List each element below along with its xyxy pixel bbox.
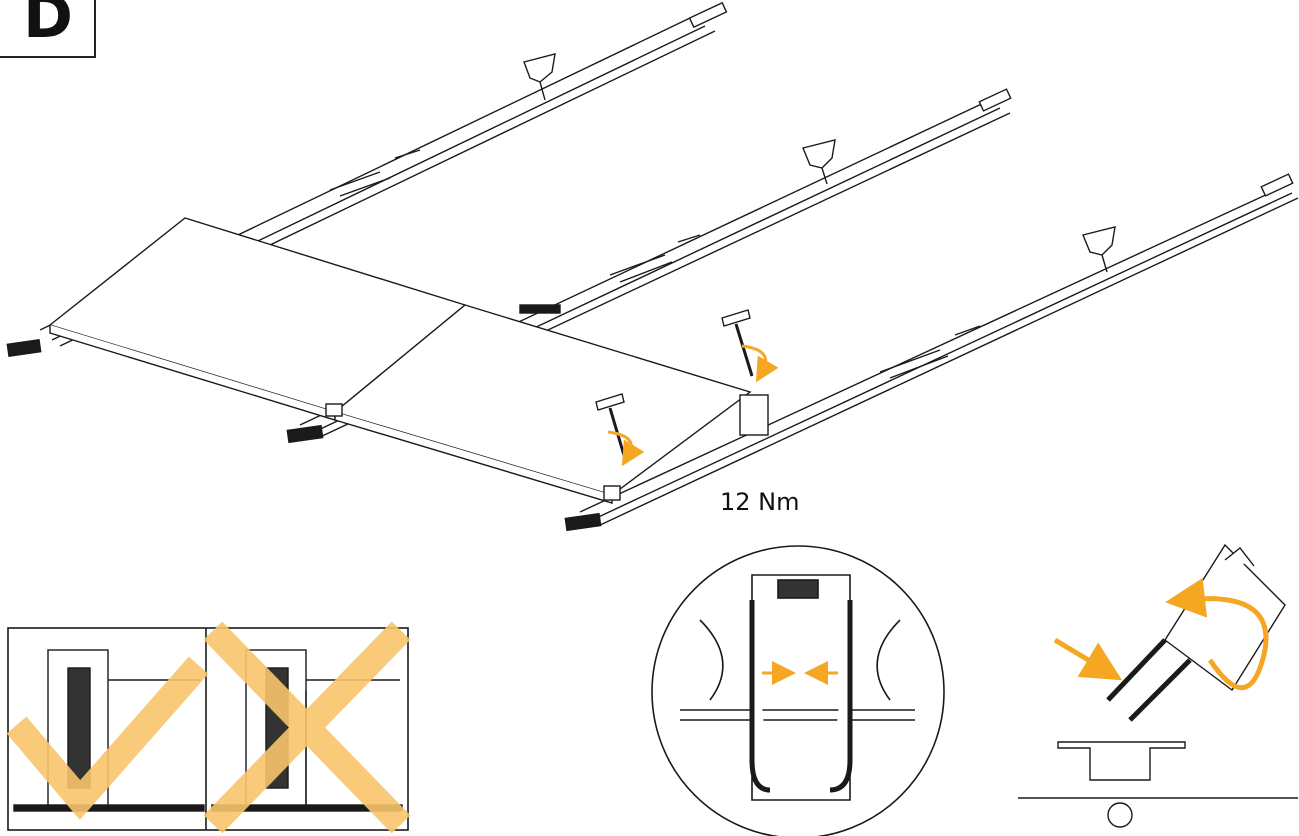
cross-mark-icon xyxy=(203,621,411,834)
check-mark-icon xyxy=(6,656,209,820)
clamp-detail-circle xyxy=(651,545,945,836)
insert-rotate-arrow-icon xyxy=(1053,577,1269,691)
mounting-rail-back xyxy=(6,1,728,357)
panel-clamps xyxy=(325,394,769,501)
step-label-box: D xyxy=(0,0,96,58)
torque-label: 12 Nm xyxy=(720,488,800,516)
rotate-arrow-icon xyxy=(607,344,779,467)
clamp-insertion-view xyxy=(1018,543,1298,828)
clamp-comparison-inset xyxy=(6,621,411,834)
mounting-rail-front xyxy=(564,173,1299,532)
step-letter: D xyxy=(23,0,73,52)
